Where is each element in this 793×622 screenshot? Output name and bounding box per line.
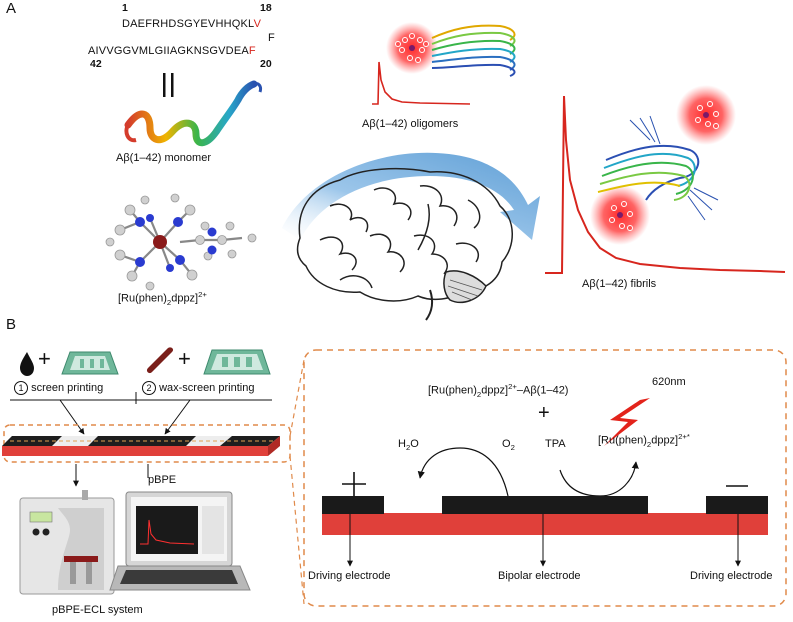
oligomer-label: Aβ(1–42) oligomers xyxy=(362,118,459,130)
excited-mid: dppz] xyxy=(651,434,679,447)
excited-sub: 2 xyxy=(646,439,652,449)
oxygen-label: O2 xyxy=(502,438,515,452)
plus-sign-1: + xyxy=(38,346,51,371)
ink-drop-icon xyxy=(20,352,34,376)
complex-suffix: –Aβ(1–42) xyxy=(516,384,569,397)
h2o-post: O xyxy=(410,438,419,450)
system-label: pBPE-ECL system xyxy=(52,604,143,616)
oxidation-arc-right xyxy=(559,461,639,497)
seq-index-18: 18 xyxy=(260,2,272,14)
driving-electrode-right-label: Driving electrode xyxy=(690,570,773,582)
step-1-text: screen printing xyxy=(31,382,104,394)
electrode-callout-box xyxy=(3,424,291,463)
monomer-helix xyxy=(124,80,262,147)
oxidation-arc-left xyxy=(417,447,509,497)
complex-sup: 2+ xyxy=(508,382,517,391)
emission-wavelength: 620nm xyxy=(652,376,686,388)
excited-pre: [Ru(phen) xyxy=(598,434,647,447)
ru-complex-label: [Ru(phen)2dppz]2+ xyxy=(118,290,207,307)
fibril-ecl-trace xyxy=(545,95,786,274)
step-1-number: 1 xyxy=(14,381,28,395)
bipolar-electrode-label: Bipolar electrode xyxy=(498,570,581,582)
excited-complex-label: [Ru(phen)2dppz]2+* xyxy=(598,432,690,449)
h2o-sub: 2 xyxy=(405,443,411,453)
screen-mesh-icon-2 xyxy=(203,349,271,375)
excited-sup: 2+* xyxy=(678,432,690,441)
sequence-v-residue: V xyxy=(253,18,262,30)
water-label: H2O xyxy=(398,438,419,452)
ru-complex-label-pre: [Ru(phen) xyxy=(118,292,167,305)
step1-arrow xyxy=(59,399,85,435)
ru-complex-label-sub: 2 xyxy=(166,297,172,307)
electrode-cross-section xyxy=(322,496,768,535)
sequence-f-residue: F xyxy=(248,45,256,57)
seq-to-structure-bar-right xyxy=(171,73,174,97)
sequence-f-top: F xyxy=(268,32,275,44)
brain-illustration xyxy=(296,168,513,321)
plus-sign-2: + xyxy=(178,346,191,371)
fibril-label: Aβ(1–42) fibrils xyxy=(582,278,657,290)
sequence-line-2-text: AIVVGGVMLGIIAGKNSGVDEA xyxy=(88,45,249,57)
complex-amyloid-label: [Ru(phen)2dppz]2+–Aβ(1–42) xyxy=(428,382,568,399)
step-1-label: 1 screen printing xyxy=(14,381,103,395)
laptop-computer xyxy=(109,491,251,591)
seq-index-42: 42 xyxy=(90,58,102,70)
screen-mesh-icon-1 xyxy=(61,351,119,375)
seq-index-20: 20 xyxy=(260,58,272,70)
ru-complex-label-sup: 2+ xyxy=(198,290,207,299)
oligomer-ecl-trace xyxy=(372,61,471,105)
oligomer-structure xyxy=(386,22,516,77)
sequence-line-1-text: DAEFRHDSGYEVHHQKL xyxy=(122,18,254,30)
ecl-instrument xyxy=(19,490,115,595)
complex-pre: [Ru(phen) xyxy=(428,384,477,397)
panel-a-letter: A xyxy=(6,0,17,17)
reaction-plus: + xyxy=(538,402,550,424)
monomer-label: Aβ(1–42) monomer xyxy=(116,152,211,164)
seq-to-structure-bar-left xyxy=(163,73,166,97)
ru-complex-molecule xyxy=(105,193,257,291)
h2o-pre: H xyxy=(398,438,406,450)
sequence-line-1: DAEFRHDSGYEVHHQKLV xyxy=(122,18,261,30)
step2-arrow xyxy=(164,399,191,435)
complex-sub: 2 xyxy=(476,389,482,399)
mechanism-callout-box xyxy=(303,349,787,607)
pbpe-label: pBPE xyxy=(148,474,177,486)
seq-index-1: 1 xyxy=(122,2,128,14)
transition-arrow xyxy=(282,152,540,240)
step-2-label: 2 wax-screen printing xyxy=(142,381,254,395)
complex-mid: dppz] xyxy=(481,384,509,397)
o2-sub: 2 xyxy=(510,443,515,453)
tpa-label: TPA xyxy=(545,438,566,450)
fibril-structure xyxy=(590,85,736,245)
panel-b-letter: B xyxy=(6,316,17,333)
step-2-text: wax-screen printing xyxy=(159,382,255,394)
sequence-line-2: AIVVGGVMLGIIAGKNSGVDEAF xyxy=(88,45,256,57)
ru-complex-label-mid: dppz] xyxy=(171,292,199,305)
printed-bipolar-electrode-3d xyxy=(2,436,280,456)
o2-pre: O xyxy=(502,438,511,450)
wax-stick-icon xyxy=(146,347,174,374)
step-2-number: 2 xyxy=(142,381,156,395)
driving-electrode-left-label: Driving electrode xyxy=(308,570,391,582)
